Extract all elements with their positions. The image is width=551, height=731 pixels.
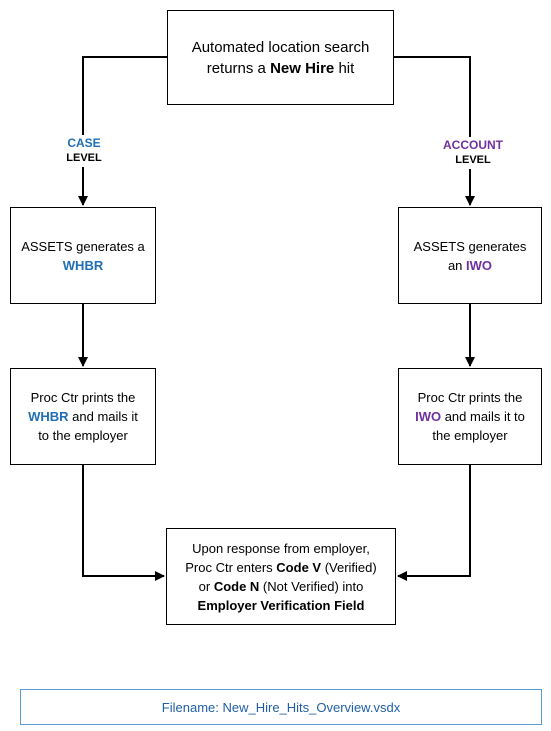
response-line-3-pre: or <box>198 578 214 594</box>
account-level-label: ACCOUNT LEVEL <box>434 137 512 169</box>
arrow-start-to-iwo-generate <box>394 56 475 206</box>
filename-box: Filename: New_Hire_Hits_Overview.vsdx <box>20 689 542 725</box>
response-code-v: Code V <box>276 559 322 575</box>
arrow-start-to-whbr-generate <box>78 56 167 206</box>
whbr-generate-accent: WHBR <box>62 257 104 273</box>
whbr-print-line-2-post: and mails it <box>68 409 138 424</box>
start-line-2-post: hit <box>334 59 355 77</box>
whbr-generate-line-1: ASSETS generates a <box>21 238 145 254</box>
arrow-whbr-print-to-response <box>82 465 165 581</box>
start-line-1: Automated location search <box>191 38 370 56</box>
whbr-print-line-2: WHBR and mails it <box>28 407 138 426</box>
whbr-print-line-1: Proc Ctr prints the <box>30 390 136 405</box>
start-line-2-pre: returns a <box>206 59 271 77</box>
response-line-3: or Code N (Not Verified) into <box>199 577 364 596</box>
iwo-print-line-1: Proc Ctr prints the <box>417 390 523 405</box>
filename-text: Filename: New_Hire_Hits_Overview.vsdx <box>161 699 401 715</box>
response-line-2-post: (Verified) <box>321 559 377 575</box>
iwo-print-line-2: IWO and mails it to <box>415 407 525 426</box>
whbr-print-box: Proc Ctr prints the WHBR and mails it to… <box>10 368 156 465</box>
iwo-generate-line-2: an IWO <box>448 256 492 275</box>
start-box: Automated location search returns a New … <box>167 10 394 105</box>
iwo-print-line-2-post: and mails it to <box>441 409 525 424</box>
whbr-print-accent: WHBR <box>28 409 69 424</box>
case-label-bottom: LEVEL <box>66 152 102 164</box>
account-label-top: ACCOUNT <box>443 138 503 152</box>
response-code-n: Code N <box>213 578 260 594</box>
response-line-3-post: (Not Verified) into <box>259 578 364 594</box>
iwo-generate-line-1: ASSETS generates <box>413 238 527 254</box>
start-line-2: returns a New Hire hit <box>207 58 355 79</box>
iwo-generate-accent: IWO <box>466 257 493 273</box>
response-line-1: Upon response from employer, <box>192 540 370 556</box>
account-label-bottom: LEVEL <box>455 154 491 166</box>
whbr-generate-box: ASSETS generates a WHBR <box>10 207 156 304</box>
start-new-hire: New Hire <box>270 59 335 77</box>
iwo-generate-line-2-pre: an <box>447 257 467 273</box>
response-verification-field: Employer Verification Field <box>197 597 365 613</box>
iwo-print-box: Proc Ctr prints the IWO and mails it to … <box>398 368 542 465</box>
response-line-2-pre: Proc Ctr enters <box>185 559 277 575</box>
response-line-2: Proc Ctr enters Code V (Verified) <box>185 558 376 577</box>
case-label-top: CASE <box>67 136 101 150</box>
case-level-label: CASE LEVEL <box>58 135 110 167</box>
whbr-print-line-3: to the employer <box>38 428 128 443</box>
iwo-generate-box: ASSETS generates an IWO <box>398 207 542 304</box>
arrow-iwo-print-to-response <box>397 465 471 581</box>
employer-response-box: Upon response from employer, Proc Ctr en… <box>166 528 396 625</box>
iwo-print-line-3: the employer <box>432 428 508 443</box>
iwo-print-accent: IWO <box>415 409 442 424</box>
